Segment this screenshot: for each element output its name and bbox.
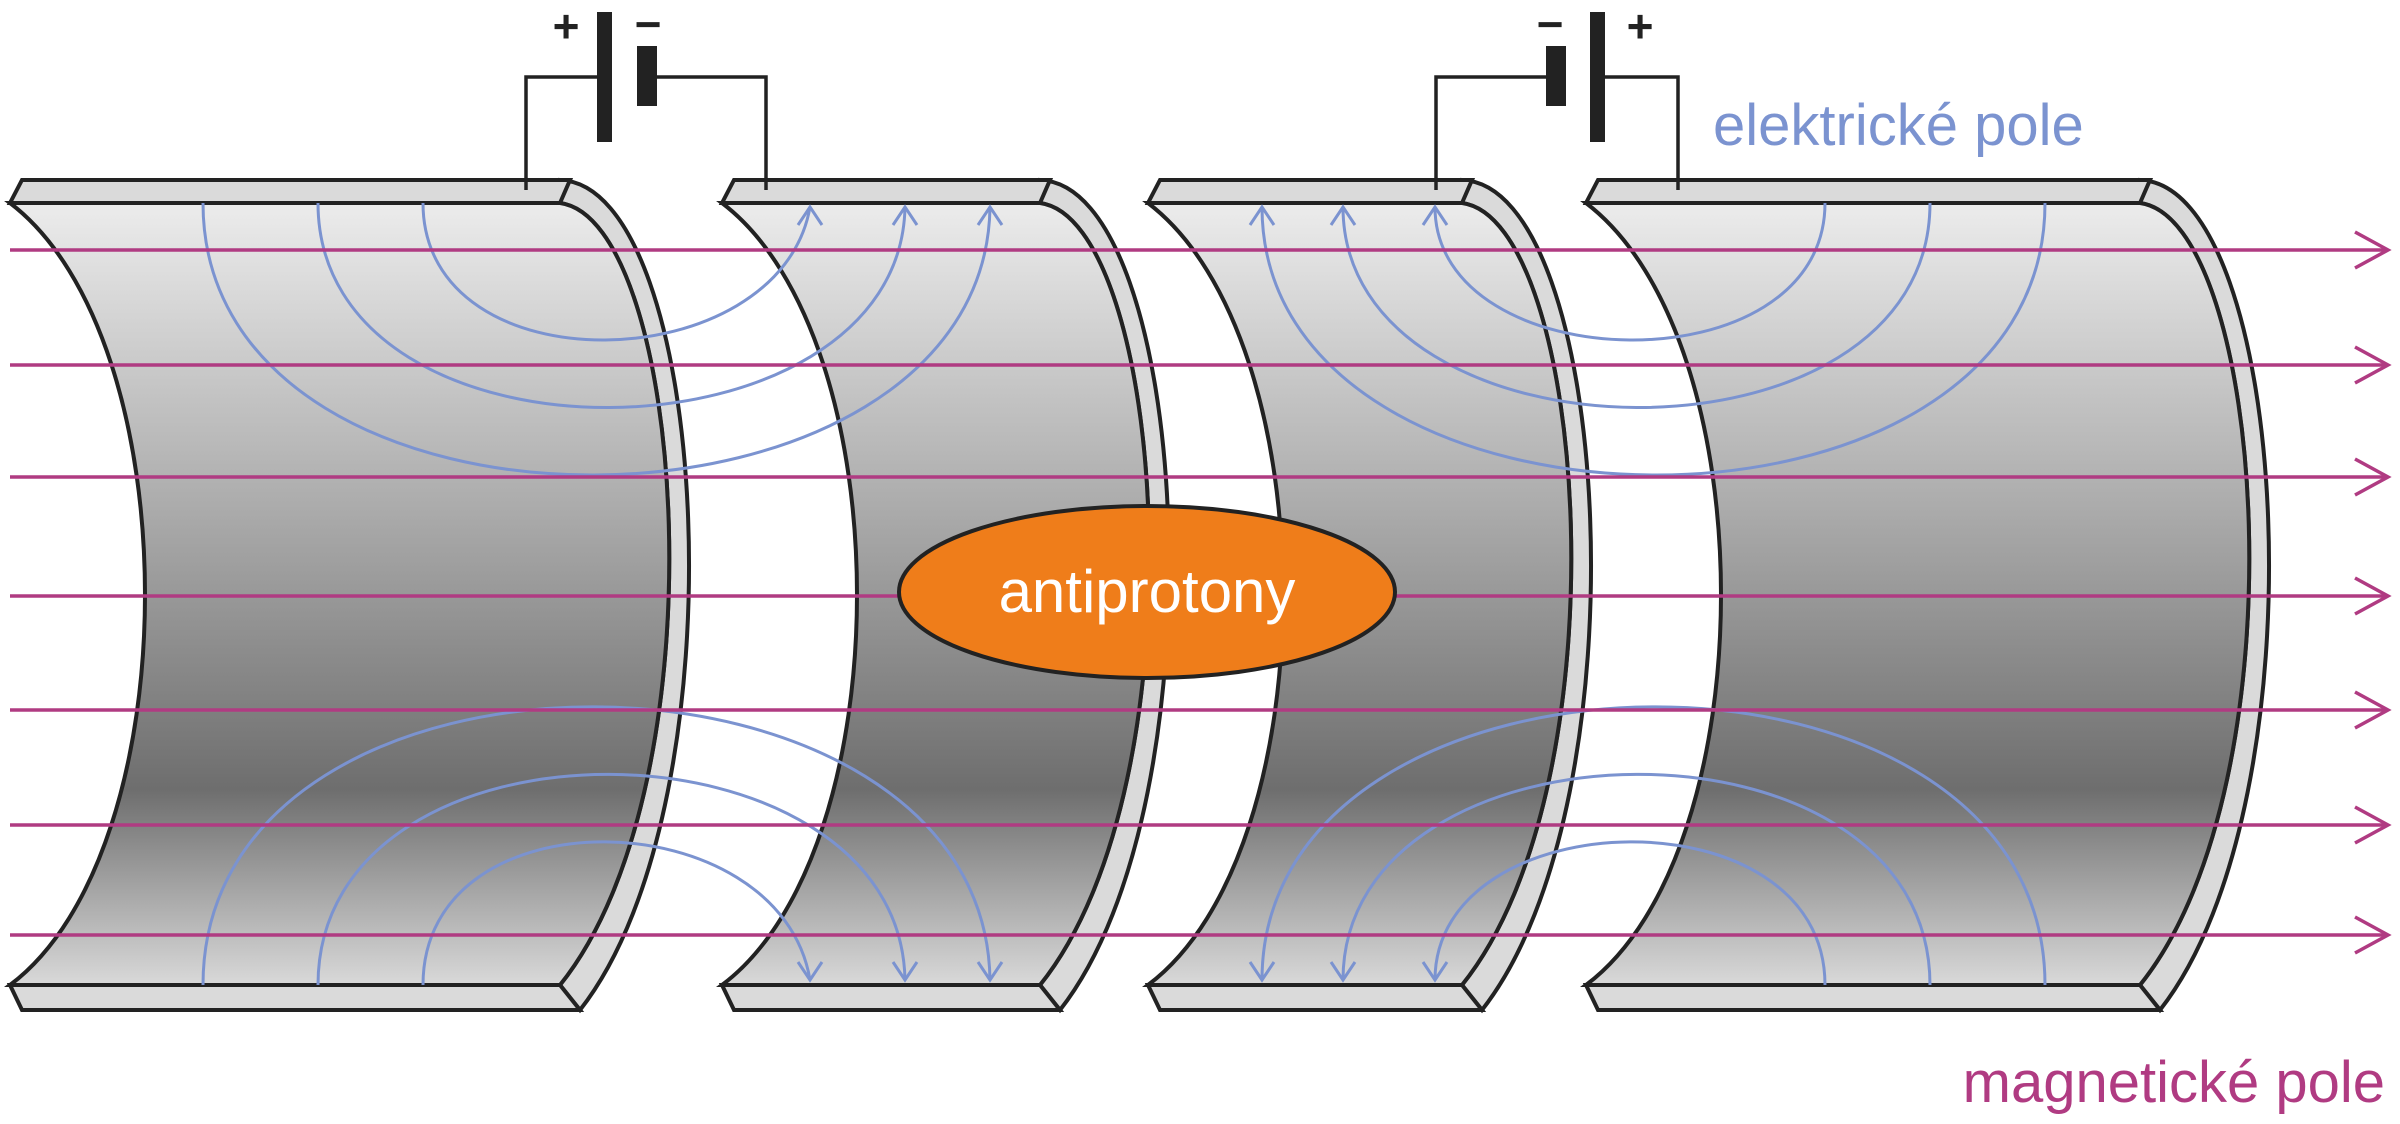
- electrode-2-bottom-edge: [718, 983, 1065, 1012]
- electrode-1-top-edge: [6, 178, 574, 205]
- e-field-line: [1260, 202, 2047, 477]
- battery-2-wires: [1434, 75, 1680, 190]
- arrow-head-icon: [2354, 345, 2392, 385]
- arrow-head-icon: [2354, 690, 2392, 730]
- e-field-line: [1433, 202, 1827, 342]
- electrode-2-top-edge: [718, 178, 1054, 205]
- arrow-head-icon: [2354, 805, 2392, 845]
- electrode-4-bottom-edge: [1582, 983, 2165, 1012]
- electric-field-lines: [201, 202, 2047, 986]
- battery-2: − +: [1434, 0, 1680, 190]
- battery-2-short-plate: [1546, 46, 1566, 106]
- battery-2-right-sign: +: [1627, 0, 1654, 52]
- arrow-head-icon: [1329, 961, 1357, 983]
- arrow-head-icon: [1329, 204, 1357, 226]
- e-field-line: [421, 202, 812, 342]
- arrow-head-icon: [1248, 204, 1276, 226]
- arrow-head-icon: [1421, 961, 1449, 983]
- e-field-line: [1341, 202, 1932, 409]
- antiproton-label: antiprotony: [999, 558, 1296, 625]
- battery-1-short-plate: [637, 46, 657, 106]
- arrow-head-icon: [2354, 457, 2392, 497]
- battery-1: + −: [524, 0, 768, 190]
- electrode-3-top-edge: [1144, 178, 1476, 205]
- arrow-head-icon: [976, 204, 1004, 226]
- arrow-head-icon: [1248, 961, 1276, 983]
- battery-2-long-plate: [1590, 12, 1605, 142]
- arrow-head-icon: [2354, 576, 2392, 616]
- arrow-head-icon: [891, 204, 919, 226]
- arrow-head-icon: [1421, 204, 1449, 226]
- e-field-line: [1341, 772, 1932, 986]
- battery-icon: [1546, 12, 1605, 142]
- e-field-line: [316, 202, 907, 409]
- battery-1-left-sign: +: [553, 0, 580, 52]
- magnetic-field-label: magnetické pole: [1963, 1050, 2385, 1115]
- electric-field-label: elektrické pole: [1713, 93, 2084, 158]
- electrode-3-bottom-edge: [1144, 983, 1487, 1012]
- antiproton-cloud: antiprotony: [897, 504, 1397, 680]
- e-field-line: [1433, 840, 1827, 986]
- arrow-head-icon: [976, 961, 1004, 983]
- battery-1-long-plate: [597, 12, 612, 142]
- e-field-line: [201, 202, 992, 477]
- electrode-4-body: [1580, 201, 2252, 987]
- e-field-line: [1260, 705, 2047, 986]
- electrode-4-top-edge: [1582, 178, 2154, 205]
- arrow-head-icon: [2354, 230, 2392, 270]
- e-field-line: [421, 840, 812, 986]
- e-field-line: [201, 705, 992, 986]
- arrow-head-icon: [796, 961, 824, 983]
- arrow-head-icon: [2354, 915, 2392, 955]
- electrode-1: [4, 177, 692, 1014]
- battery-2-left-sign: −: [1537, 0, 1564, 50]
- battery-1-right-sign: −: [635, 0, 662, 50]
- battery-icon: [597, 12, 657, 142]
- antiproton-ellipse: [897, 504, 1397, 680]
- arrow-head-icon: [891, 961, 919, 983]
- e-field-line: [316, 772, 907, 986]
- battery-1-wires: [524, 75, 768, 190]
- electrode-1-body: [4, 201, 672, 987]
- arrow-head-icon: [796, 204, 824, 226]
- electrode-1-bottom-edge: [6, 983, 585, 1012]
